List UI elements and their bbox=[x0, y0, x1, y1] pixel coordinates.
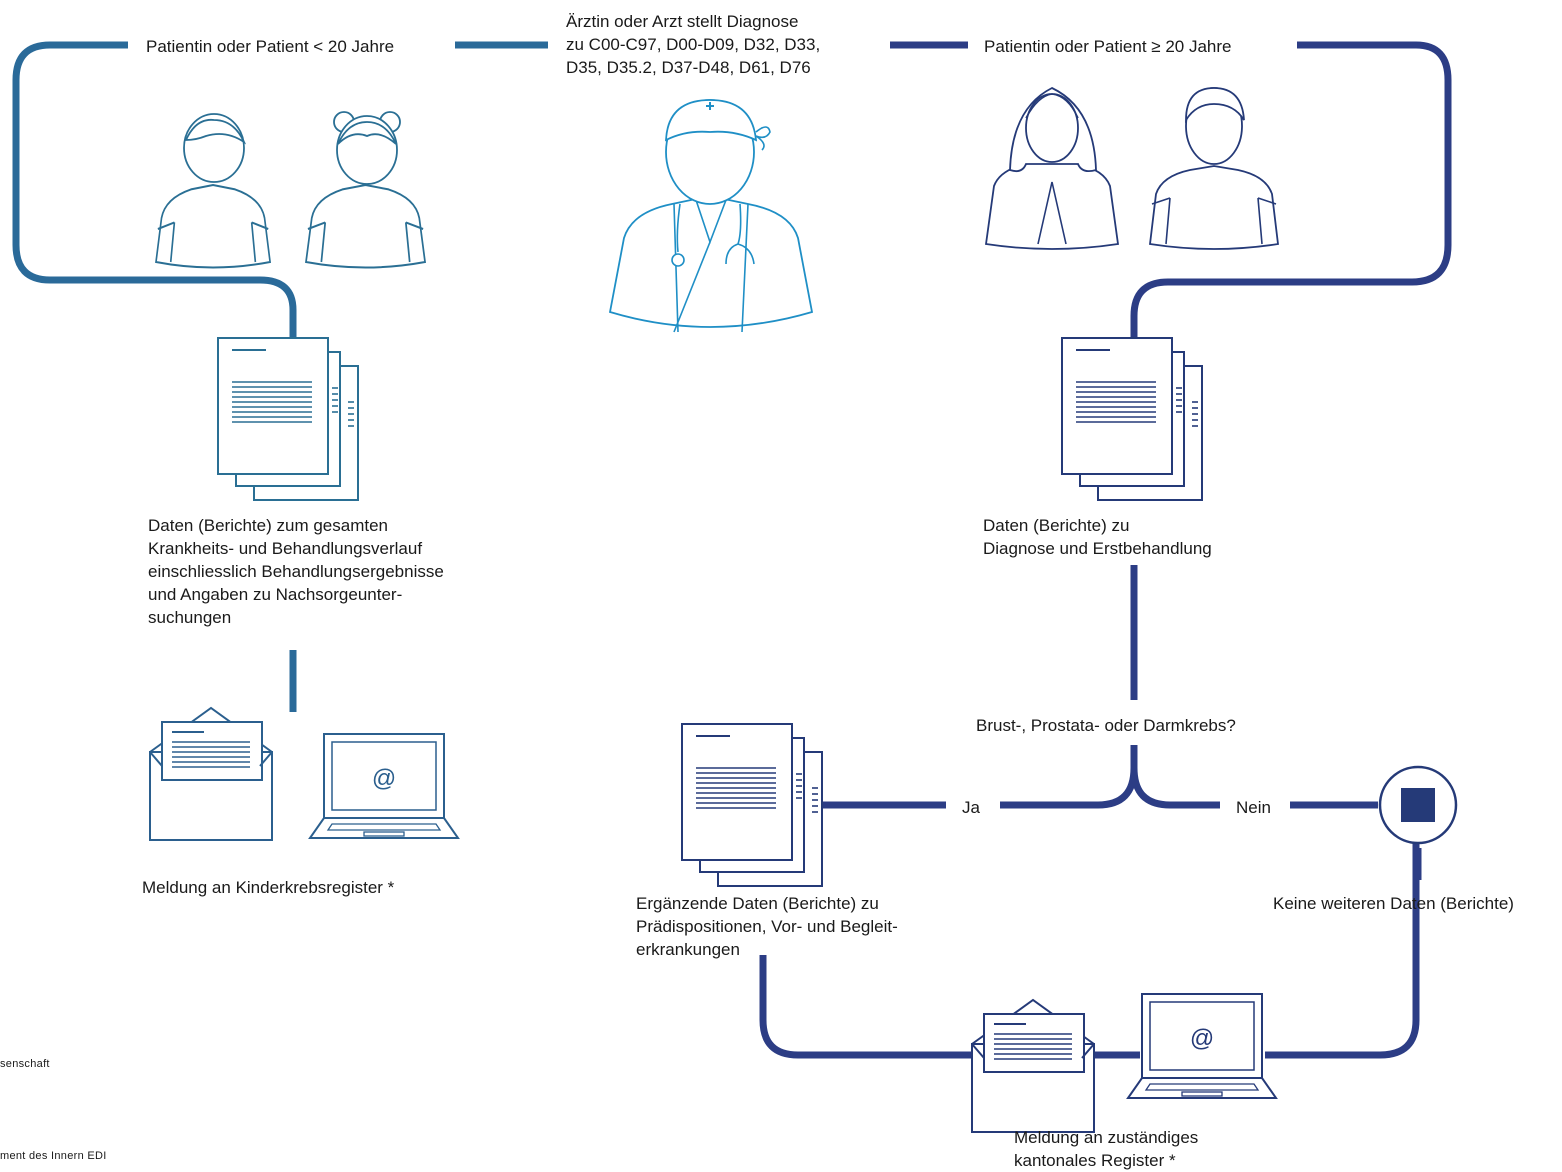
footer-text-bottom: ment des Innern EDI bbox=[0, 1150, 107, 1162]
woman-icon bbox=[984, 86, 1120, 250]
no-label: Nein bbox=[1236, 798, 1271, 817]
no-further-data-label: Keine weiteren Daten (Berichte) bbox=[1273, 894, 1514, 913]
supplementary-documents-icon bbox=[681, 723, 823, 887]
stop-icon bbox=[1378, 765, 1458, 845]
man-icon bbox=[1149, 87, 1279, 250]
adult-laptop-icon: @ bbox=[1127, 993, 1277, 1099]
child-laptop-icon: @ bbox=[309, 733, 459, 839]
cancer-question-label: Brust-, Prostata- oder Darmkrebs? bbox=[976, 716, 1236, 735]
adult-path-label: Patientin oder Patient ≥ 20 Jahre bbox=[978, 35, 1238, 58]
adult-documents-icon bbox=[1061, 337, 1203, 501]
doctor-icon bbox=[608, 99, 814, 333]
child-data-label: Daten (Berichte) zum gesamten Krankheits… bbox=[148, 516, 444, 627]
adult-envelope-icon bbox=[971, 999, 1095, 1133]
boy-icon bbox=[155, 113, 272, 269]
child-documents-icon bbox=[217, 337, 359, 501]
yes-label: Ja bbox=[962, 798, 980, 817]
child-path-label: Patientin oder Patient < 20 Jahre bbox=[140, 35, 401, 58]
diagnosis-label: Ärztin oder Arzt stellt Diagnose zu C00-… bbox=[566, 12, 821, 77]
child-path-line bbox=[12, 41, 548, 712]
supplementary-data-label: Ergänzende Daten (Berichte) zu Prädispos… bbox=[636, 894, 898, 959]
child-report-label: Meldung an Kinderkrebsregister * bbox=[142, 878, 395, 897]
cantonal-report-label: Meldung an zuständiges kantonales Regist… bbox=[1014, 1128, 1199, 1170]
adult-data-label: Daten (Berichte) zu Diagnose und Erstbeh… bbox=[983, 516, 1212, 558]
adult-path-line bbox=[759, 41, 1452, 1059]
child-envelope-icon bbox=[149, 707, 273, 841]
girl-icon bbox=[305, 111, 427, 269]
svg-text:@: @ bbox=[372, 765, 396, 792]
svg-text:@: @ bbox=[1190, 1025, 1214, 1052]
footer-text-top: senschaft bbox=[0, 1058, 50, 1070]
